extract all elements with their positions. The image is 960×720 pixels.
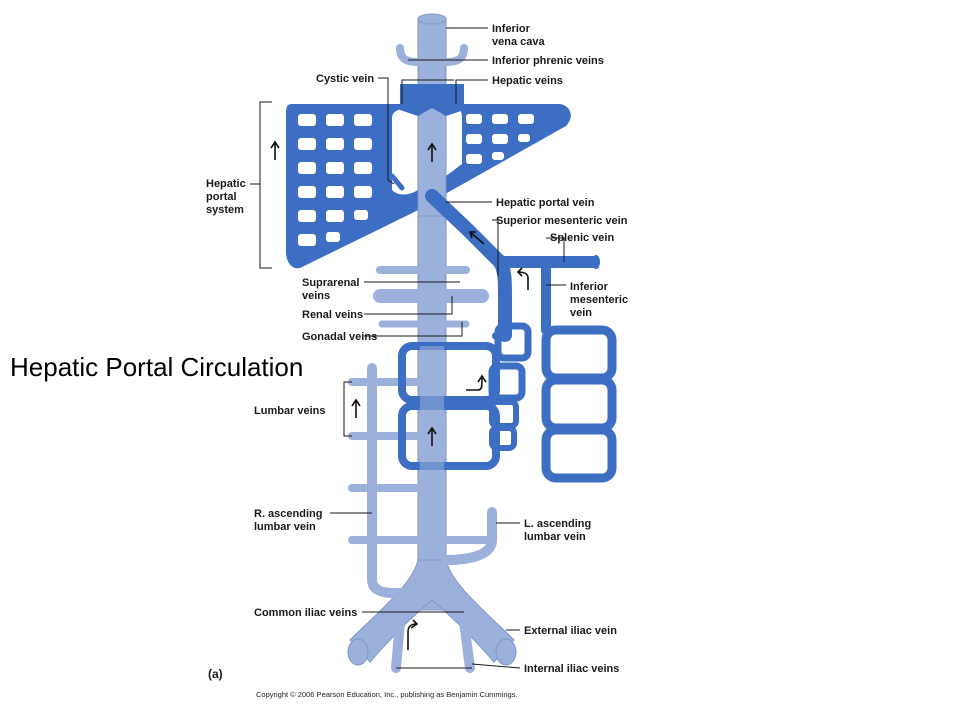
liver-sinusoid-network — [286, 84, 571, 269]
leader-lines — [330, 27, 566, 669]
renal-suprarenal-gonadal — [373, 266, 489, 328]
hepatic-portal-system-bracket — [250, 101, 272, 269]
label-inferior-vena-cava-1: Inferior — [492, 23, 531, 35]
label-external-iliac-vein: External iliac vein — [524, 625, 617, 637]
label-inferior-vena-cava-2: vena cava — [492, 36, 545, 48]
label-r-ascending-lumbar-vein-2: lumbar vein — [254, 521, 316, 533]
label-hepatic-portal-system-2: portal — [206, 191, 237, 203]
liver-right-lobe-grid — [466, 114, 534, 164]
liver-left-lobe-grid — [298, 114, 372, 246]
flow-arrows — [270, 140, 529, 650]
label-renal-veins: Renal veins — [302, 309, 363, 321]
portal-veins — [389, 173, 600, 342]
label-hepatic-portal-system-1: Hepatic — [206, 178, 246, 190]
mesenteric-loops — [398, 322, 617, 483]
slide-title: Hepatic Portal Circulation — [10, 352, 304, 382]
label-l-ascending-lumbar-vein-1: L. ascending — [524, 518, 591, 530]
label-inferior-mesenteric-vein-3: vein — [570, 307, 592, 319]
label-lumbar-veins: Lumbar veins — [254, 405, 326, 417]
label-l-ascending-lumbar-vein-2: lumbar vein — [524, 531, 586, 543]
label-inferior-mesenteric-vein-1: Inferior — [570, 281, 609, 293]
label-hepatic-veins: Hepatic veins — [492, 75, 563, 87]
label-hepatic-portal-vein: Hepatic portal vein — [496, 197, 595, 209]
label-hepatic-portal-system-3: system — [206, 204, 244, 216]
inferior-phrenic-veins — [396, 44, 468, 66]
label-superior-mesenteric-vein: Superior mesenteric vein — [496, 215, 628, 227]
copyright-notice: Copyright © 2006 Pearson Education, Inc.… — [256, 690, 518, 699]
label-common-iliac-veins: Common iliac veins — [254, 607, 357, 619]
label-inferior-phrenic-veins: Inferior phrenic veins — [492, 55, 604, 67]
diagram-labels: Inferior vena cava Inferior phrenic vein… — [206, 23, 628, 699]
panel-letter: (a) — [208, 667, 223, 681]
label-inferior-mesenteric-vein-2: mesenteric — [570, 294, 628, 306]
label-r-ascending-lumbar-vein-1: R. ascending — [254, 508, 322, 520]
label-suprarenal-veins-1: Suprarenal — [302, 277, 359, 289]
lumbar-and-ascending-lumbar-veins — [348, 363, 497, 598]
label-internal-iliac-veins: Internal iliac veins — [524, 663, 619, 675]
lumbar-veins-bracket — [343, 381, 352, 437]
label-cystic-vein: Cystic vein — [316, 73, 374, 85]
label-splenic-vein: Splenic vein — [550, 232, 614, 244]
label-gonadal-veins: Gonadal veins — [302, 331, 377, 343]
label-suprarenal-veins-2: veins — [302, 290, 330, 302]
